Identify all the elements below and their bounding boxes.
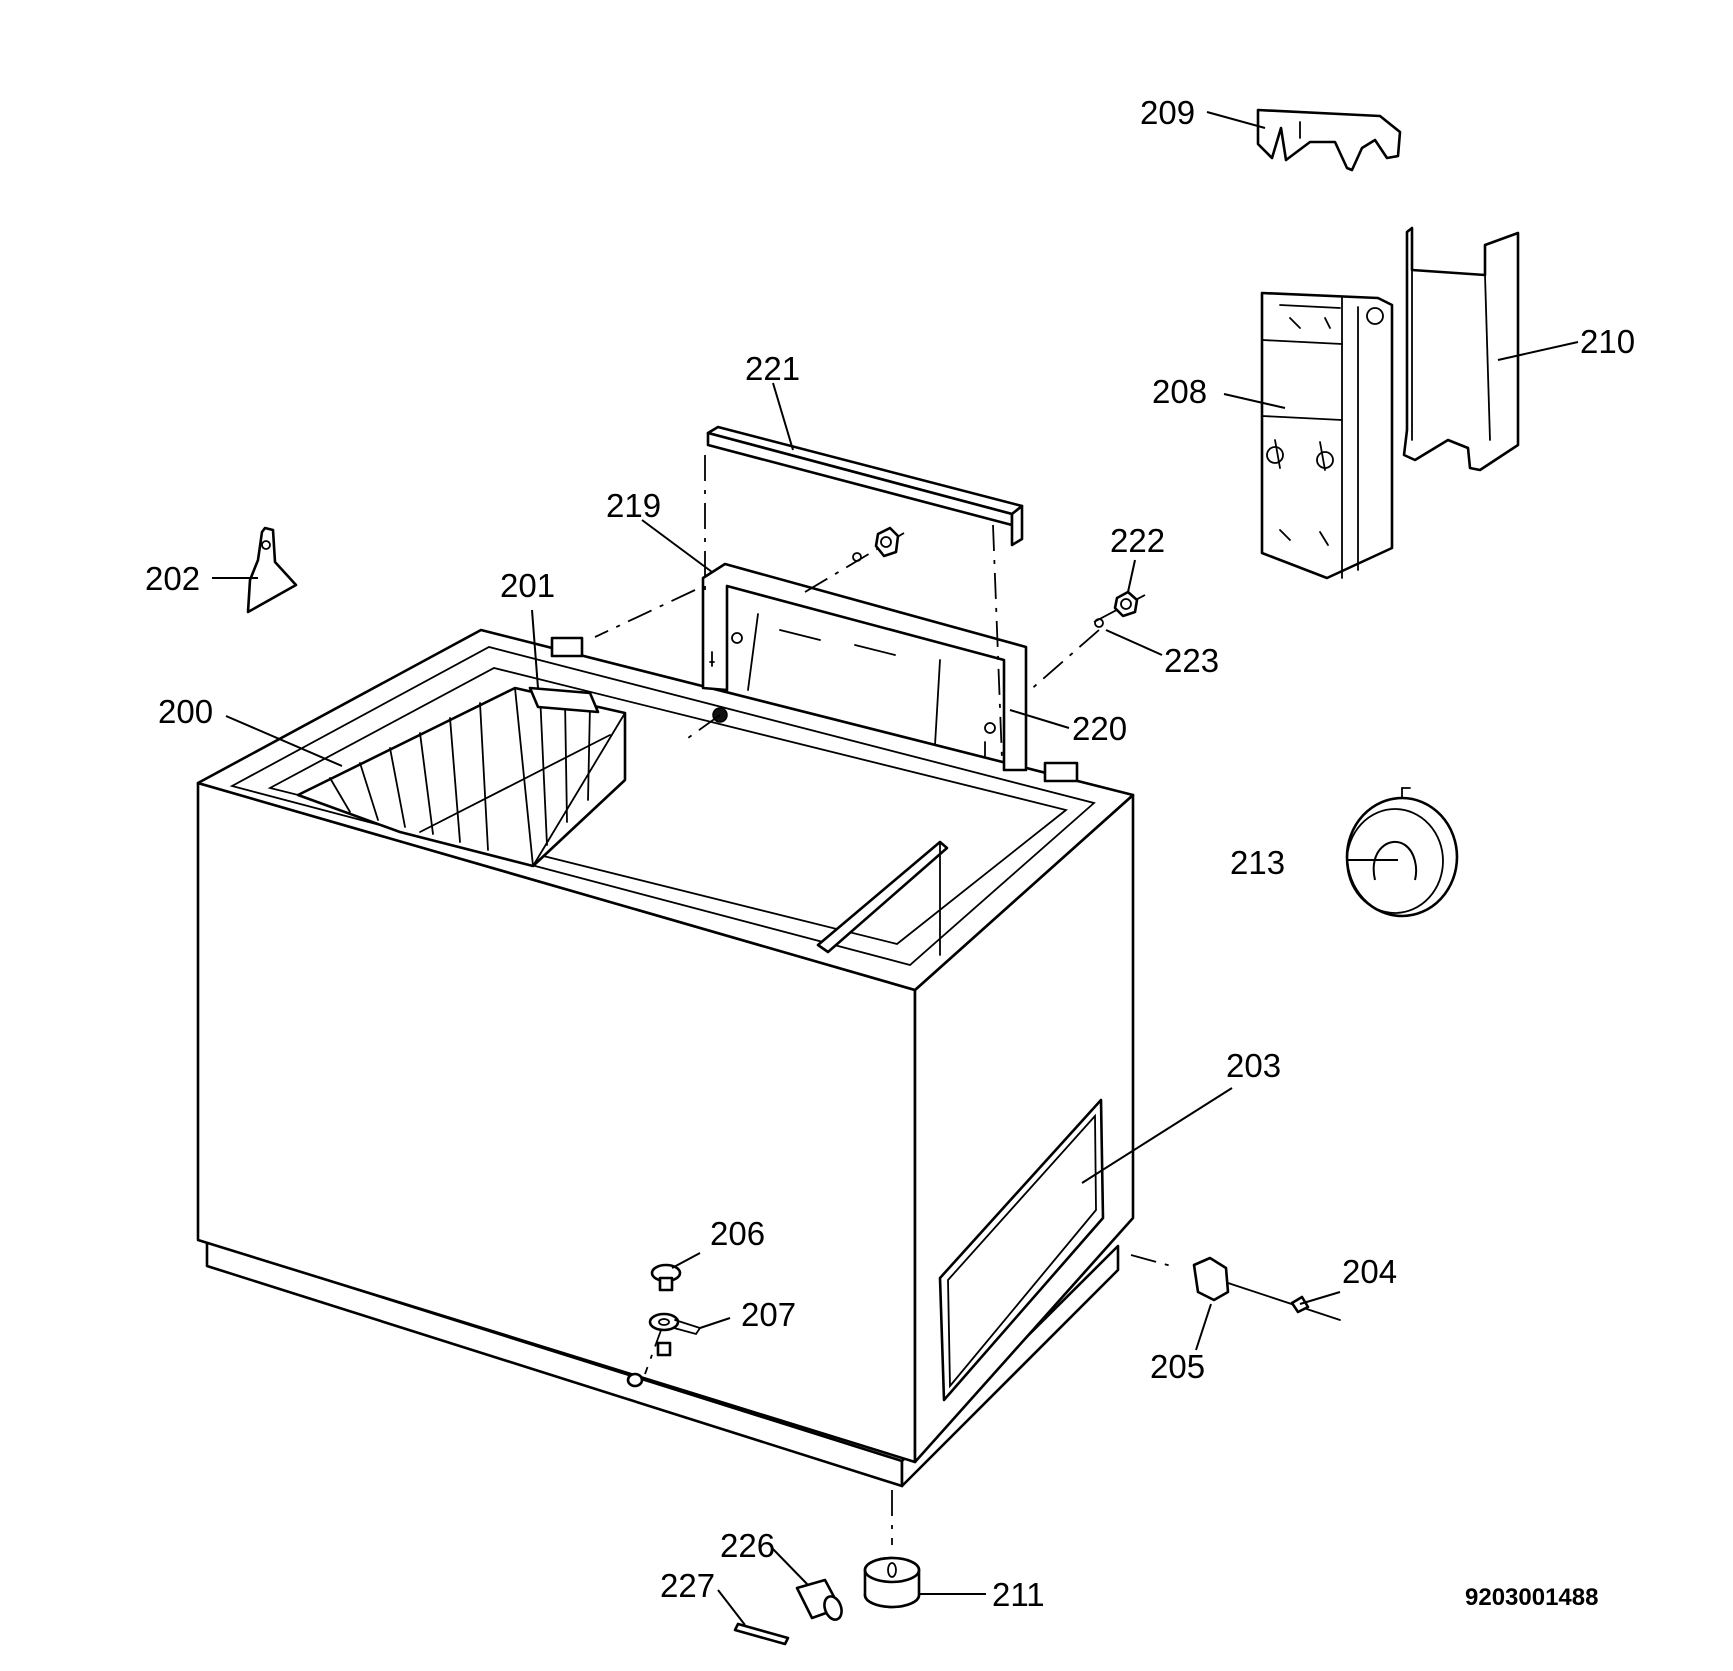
lamp-holder (1192, 1256, 1341, 1321)
hinge-washer (1094, 618, 1104, 628)
label-208: 208 (1152, 373, 1207, 410)
label-220: 220 (1072, 710, 1127, 747)
hinge-bolt (852, 526, 900, 562)
label-221: 221 (745, 350, 800, 387)
label-203: 203 (1226, 1047, 1281, 1084)
thermostat-knob (1345, 787, 1459, 918)
label-205: 205 (1150, 1348, 1205, 1385)
label-202: 202 (145, 560, 200, 597)
control-housing (1260, 291, 1394, 580)
hinge-bolt-right (1113, 590, 1139, 618)
screw (650, 1263, 682, 1292)
pin (733, 1622, 790, 1646)
basket-handle (528, 686, 600, 714)
part-labels: 200 201 202 203 204 205 206 207 208 209 … (145, 94, 1635, 1613)
label-204: 204 (1342, 1253, 1397, 1290)
label-209: 209 (1140, 94, 1195, 131)
foot (863, 1556, 921, 1609)
document-number: 9203001488 (1465, 1584, 1598, 1611)
label-226: 226 (720, 1527, 775, 1564)
cover-cap (1256, 108, 1402, 172)
lock-barrel (687, 707, 728, 739)
label-222: 222 (1110, 522, 1165, 559)
label-200: 200 (158, 693, 213, 730)
ice-scraper (246, 526, 298, 614)
spacer-sleeve (795, 1578, 843, 1621)
washer (626, 1312, 702, 1388)
label-210: 210 (1580, 323, 1635, 360)
label-223: 223 (1164, 642, 1219, 679)
label-206: 206 (710, 1215, 765, 1252)
hinge-frame (701, 562, 1028, 772)
freezer-cabinet (196, 628, 1135, 1488)
label-201: 201 (500, 567, 555, 604)
top-trim-strip (706, 425, 1024, 547)
basket (296, 686, 627, 868)
label-227: 227 (660, 1567, 715, 1604)
label-219: 219 (606, 487, 661, 524)
lamp-bulb (1290, 1295, 1310, 1314)
label-211: 211 (992, 1576, 1045, 1613)
label-207: 207 (741, 1296, 796, 1333)
leader-lines (212, 111, 1579, 1626)
side-cover (1402, 226, 1520, 472)
label-213: 213 (1230, 844, 1285, 881)
